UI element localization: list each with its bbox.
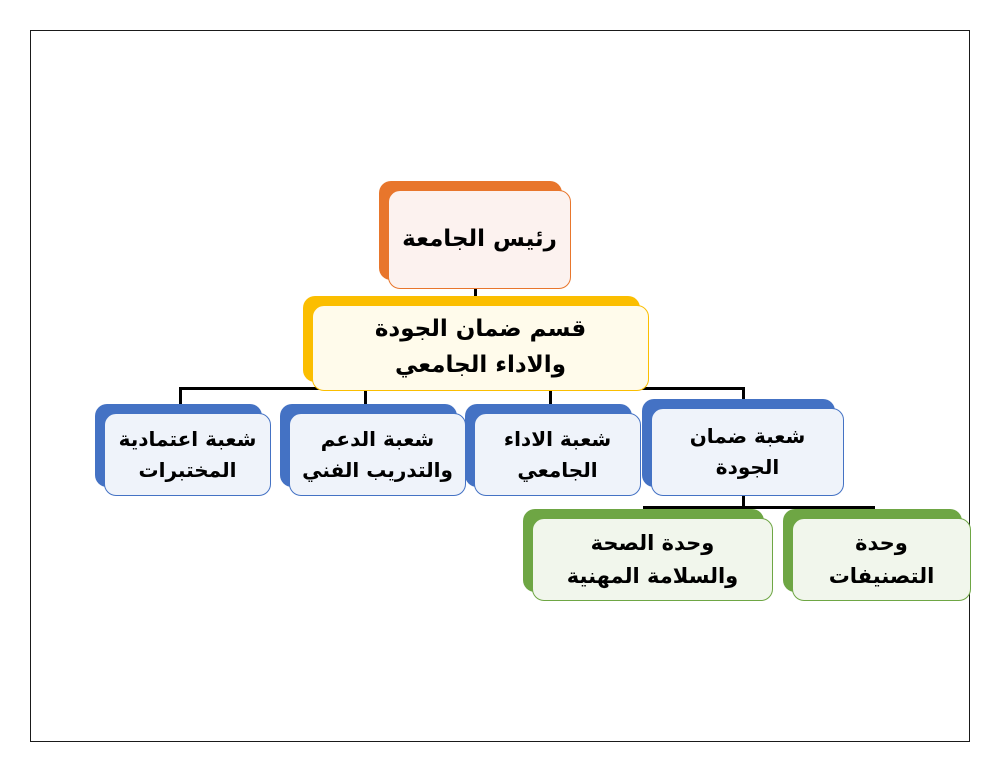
node-division-labs-accreditation-label: شعبة اعتمادية المختبرات	[118, 426, 257, 482]
slide-frame: رئيس الجامعة قسم ضمان الجودة والاداء الج…	[30, 30, 971, 742]
node-division-labs-accreditation[interactable]: شعبة اعتمادية المختبرات	[95, 404, 271, 496]
node-division-university-performance-face: شعبة الاداء الجامعي	[474, 413, 641, 496]
node-division-labs-accreditation-face: شعبة اعتمادية المختبرات	[104, 413, 271, 496]
node-unit-occupational-health-safety-label: وحدة الصحة والسلامة المهنية	[566, 530, 739, 588]
connector-drop-div-perf	[549, 387, 552, 405]
node-unit-classifications-face: وحدة التصنيفات	[792, 518, 971, 601]
node-division-quality-assurance[interactable]: شعبة ضمان الجودة	[642, 399, 844, 496]
node-department-face: قسم ضمان الجودة والاداء الجامعي	[312, 305, 649, 391]
node-division-support-training-label: شعبة الدعم والتدريب الفني	[302, 426, 453, 482]
node-unit-occupational-health-safety[interactable]: وحدة الصحة والسلامة المهنية	[523, 509, 773, 601]
node-division-quality-assurance-face: شعبة ضمان الجودة	[651, 408, 844, 496]
node-unit-classifications-label: وحدة التصنيفات	[828, 530, 935, 588]
connector-drop-div-support	[364, 387, 367, 405]
node-president-face: رئيس الجامعة	[388, 190, 571, 289]
node-president[interactable]: رئيس الجامعة	[379, 181, 571, 289]
node-division-support-training-face: شعبة الدعم والتدريب الفني	[289, 413, 466, 496]
node-division-support-training[interactable]: شعبة الدعم والتدريب الفني	[280, 404, 466, 496]
node-department-label: قسم ضمان الجودة والاداء الجامعي	[374, 316, 587, 378]
connector-drop-div-quality	[742, 387, 745, 401]
connector-div-quality-stem	[742, 488, 745, 508]
node-department[interactable]: قسم ضمان الجودة والاداء الجامعي	[303, 296, 649, 391]
node-president-label: رئيس الجامعة	[402, 225, 557, 252]
node-division-quality-assurance-label: شعبة ضمان الجودة	[689, 424, 806, 479]
node-division-university-performance[interactable]: شعبة الاداء الجامعي	[465, 404, 641, 496]
connector-unit-bus	[643, 506, 875, 509]
node-unit-occupational-health-safety-face: وحدة الصحة والسلامة المهنية	[532, 518, 773, 601]
node-unit-classifications[interactable]: وحدة التصنيفات	[783, 509, 971, 601]
node-division-university-performance-label: شعبة الاداء الجامعي	[503, 426, 612, 482]
connector-drop-div-labs	[179, 387, 182, 405]
